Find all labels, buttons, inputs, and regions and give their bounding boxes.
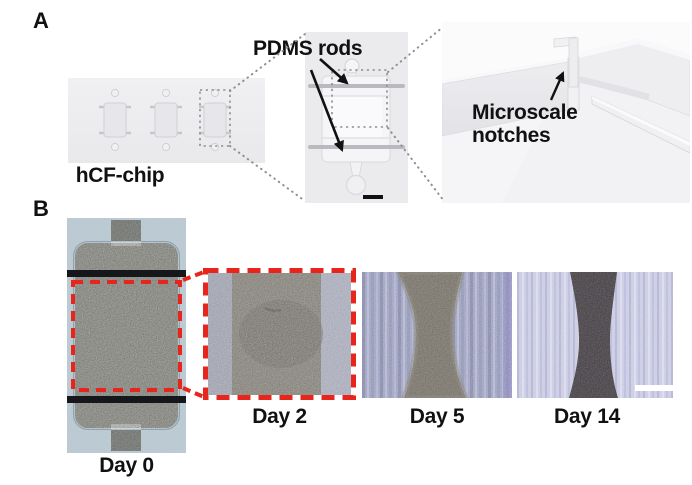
pdms-rod-bottom xyxy=(308,145,405,149)
day0-highlight-box xyxy=(71,280,182,392)
chip-caption: hCF-chip xyxy=(75,164,165,187)
rod-shadow-bottom xyxy=(67,396,186,403)
day14-micrograph xyxy=(517,272,673,398)
day2-micrograph xyxy=(203,268,356,400)
red-zoom-connectors xyxy=(182,270,205,399)
panel-b-label: B xyxy=(33,196,49,221)
day0-caption: Day 0 xyxy=(99,454,154,477)
pdms-rods-annotation: PDMS rods xyxy=(253,37,363,60)
hcf-chip-render xyxy=(68,78,265,163)
microscale-notches-line2: notches xyxy=(472,124,551,147)
rod-shadow-top xyxy=(67,270,186,277)
day0-micrograph xyxy=(67,218,186,453)
black-scale-bar xyxy=(363,195,383,199)
microscale-notches-line1: Microscale xyxy=(472,101,578,124)
microscale-notches-annotation: Microscale notches xyxy=(472,101,578,147)
notch-inset-render xyxy=(442,22,690,203)
panel-a-label: A xyxy=(33,8,49,33)
day5-micrograph xyxy=(362,272,512,398)
day14-caption: Day 14 xyxy=(554,405,620,428)
day2-highlight-border xyxy=(203,268,356,400)
rod-end-tab xyxy=(553,36,579,88)
pdms-rod-top xyxy=(308,84,405,88)
white-scale-bar xyxy=(635,385,673,391)
day2-caption: Day 2 xyxy=(252,405,307,428)
day5-caption: Day 5 xyxy=(409,405,465,428)
